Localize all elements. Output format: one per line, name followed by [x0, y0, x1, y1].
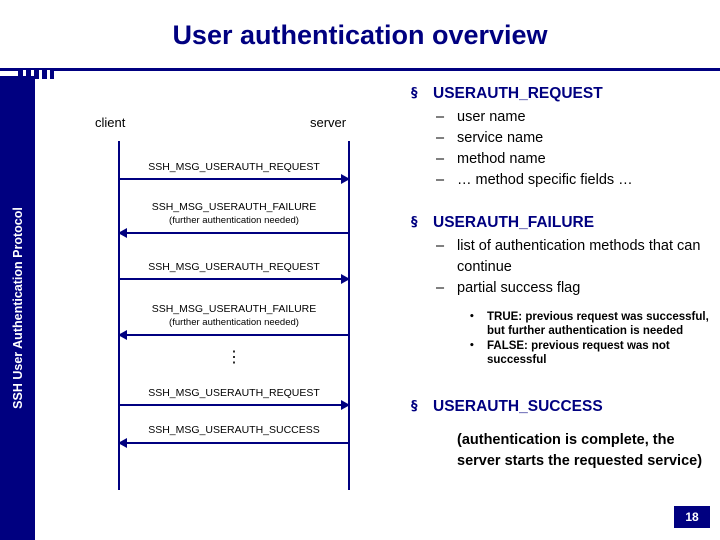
arrow-head-right-icon	[341, 174, 350, 184]
dot-bullet-icon: •	[469, 341, 475, 351]
dash-bullet-icon: –	[436, 109, 445, 125]
message-label-6: SSH_MSG_USERAUTH_SUCCESS	[148, 424, 320, 436]
arrow-head-left-icon	[118, 228, 127, 238]
message-arrow-2	[118, 228, 349, 238]
bullet-request-item-0: – user name	[405, 107, 710, 128]
message-label-1: SSH_MSG_USERAUTH_REQUEST	[148, 161, 320, 173]
spacer	[405, 367, 710, 397]
bullet-request-item-0-label: user name	[457, 109, 526, 125]
bullet-request-item-1: – service name	[405, 128, 710, 149]
arrow-head-left-icon	[118, 438, 127, 448]
bullet-request-item-3-label: … method specific fields …	[457, 172, 633, 188]
sidebar: SSH User Authentication Protocol	[0, 76, 35, 540]
bullet-failure-item-1-label: partial success flag	[457, 280, 581, 296]
message-arrow-3	[119, 274, 350, 284]
bullet-request-item-3: – … method specific fields …	[405, 170, 710, 191]
bullet-userauth-success: § USERAUTH_SUCCESS	[405, 397, 710, 417]
lifeline-server	[348, 141, 350, 490]
message-label-2: SSH_MSG_USERAUTH_FAILURE	[151, 201, 317, 213]
bullet-failure-subitem-0: • TRUE: previous request was successful,…	[405, 310, 710, 338]
bullet-failure-subitem-1: • FALSE: previous request was not succes…	[405, 339, 710, 367]
message-label-5: SSH_MSG_USERAUTH_REQUEST	[148, 387, 320, 399]
arrow-head-right-icon	[341, 400, 350, 410]
sequence-diagram: client server SSH_MSG_USERAUTH_REQUEST S…	[95, 105, 375, 505]
actor-label-server: server	[310, 115, 347, 130]
dot-bullet-icon: •	[469, 312, 475, 322]
dash-bullet-icon: –	[436, 172, 445, 188]
message-arrow-5	[119, 400, 350, 410]
arrow-head-left-icon	[118, 330, 127, 340]
message-label-4: SSH_MSG_USERAUTH_FAILURE	[151, 303, 317, 315]
message-arrow-4	[118, 330, 349, 340]
bullet-userauth-failure: § USERAUTH_FAILURE	[405, 213, 710, 233]
bullet-failure-item-1: – partial success flag	[405, 278, 710, 299]
dash-bullet-icon: –	[436, 238, 445, 254]
message-sublabel-2: (further authentication needed)	[169, 215, 299, 226]
bullet-success-note: (authentication is complete, the server …	[457, 432, 703, 469]
title-divider	[0, 68, 720, 71]
actor-label-client: client	[95, 115, 126, 130]
bullet-userauth-success-label: USERAUTH_SUCCESS	[433, 398, 603, 415]
message-arrow-1	[119, 174, 350, 184]
section-bullet-icon: §	[411, 399, 418, 414]
message-label-3: SSH_MSG_USERAUTH_REQUEST	[148, 261, 320, 273]
lifeline-client	[118, 141, 120, 490]
page-title: User authentication overview	[172, 20, 548, 50]
bullet-failure-item-0: – list of authentication methods that ca…	[405, 236, 710, 278]
message-arrow-6	[118, 438, 349, 448]
section-bullet-icon: §	[411, 86, 418, 101]
arrow-head-right-icon	[341, 274, 350, 284]
bullet-failure-subitem-0-label: TRUE: previous request was successful, b…	[487, 311, 709, 337]
dash-bullet-icon: –	[436, 280, 445, 296]
bullet-request-item-1-label: service name	[457, 130, 544, 146]
spacer	[405, 191, 710, 213]
section-bullet-icon: §	[411, 215, 418, 230]
sidebar-label: SSH User Authentication Protocol	[10, 207, 25, 409]
bullet-failure-subitem-1-label: FALSE: previous request was not successf…	[487, 340, 670, 366]
page-number-badge: 18	[674, 506, 710, 528]
ellipsis-marker: ⋮	[226, 349, 242, 366]
bullet-userauth-request: § USERAUTH_REQUEST	[405, 84, 710, 104]
spacer	[405, 420, 710, 430]
dash-bullet-icon: –	[436, 130, 445, 146]
spacer	[405, 299, 710, 309]
bullet-request-item-2-label: method name	[457, 151, 546, 167]
bullet-userauth-request-label: USERAUTH_REQUEST	[433, 85, 603, 102]
title-dash-decoration	[18, 70, 54, 79]
bullet-list: § USERAUTH_REQUEST – user name – service…	[405, 84, 710, 472]
dash-bullet-icon: –	[436, 151, 445, 167]
message-sublabel-4: (further authentication needed)	[169, 317, 299, 328]
bullet-request-item-2: – method name	[405, 149, 710, 170]
bullet-userauth-failure-label: USERAUTH_FAILURE	[433, 214, 595, 231]
bullet-failure-item-0-label: list of authentication methods that can …	[457, 238, 701, 275]
